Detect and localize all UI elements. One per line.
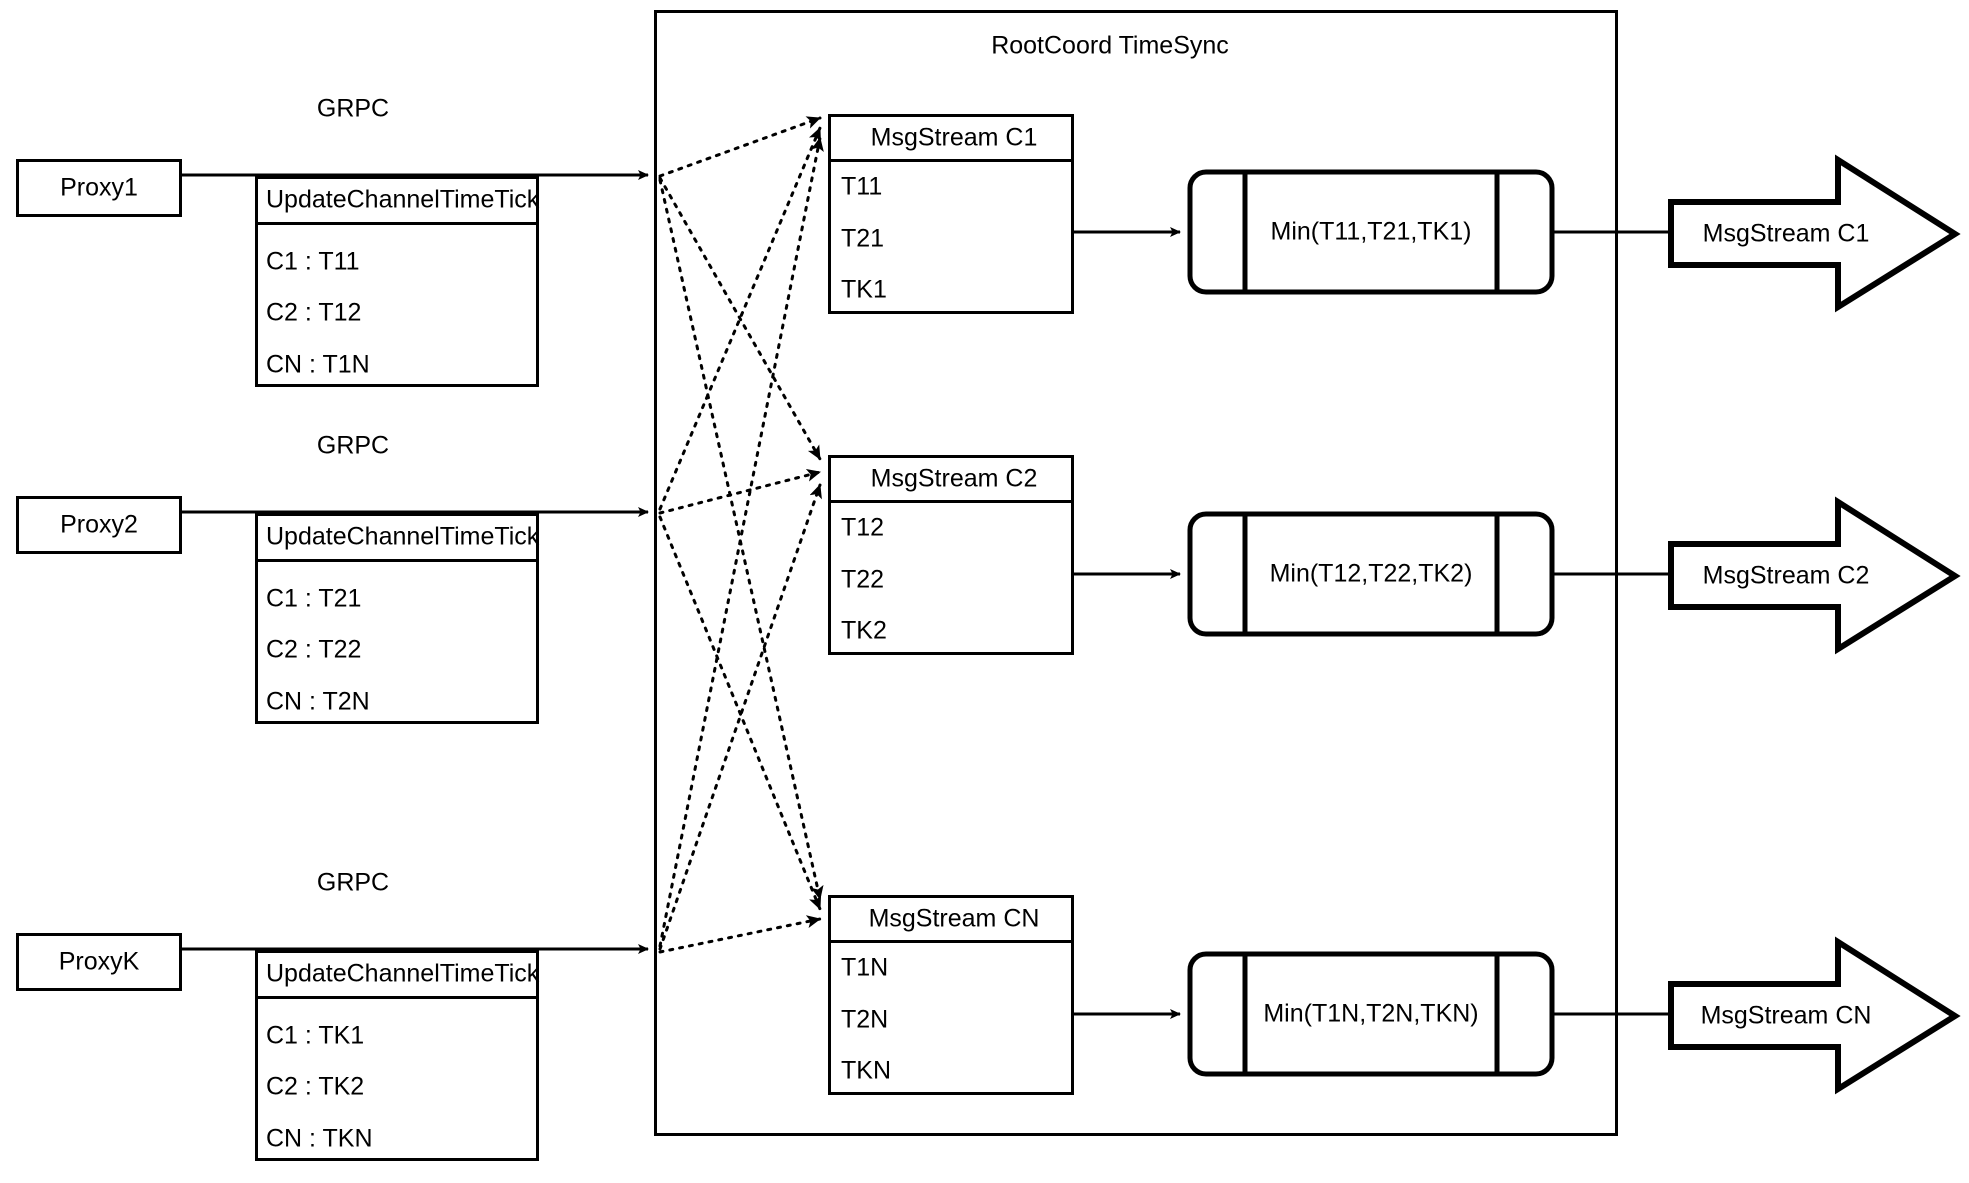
fanout-p1-cn: [658, 178, 824, 901]
msgstream-row: T11: [841, 172, 883, 201]
grpc-label-1: GRPC: [316, 94, 390, 123]
uctt-row: C2 : T12: [266, 298, 362, 327]
fanout-p1-c1: [658, 116, 822, 178]
output-block-arrow-1: [1668, 154, 1961, 313]
uctt-box-1: [255, 176, 539, 387]
proxy-box-2: [16, 496, 182, 554]
uctt-header-1: UpdateChannelTimeTick: [266, 185, 540, 214]
msgstream-row: T12: [841, 513, 885, 542]
timetick-fanout-edges: [658, 116, 824, 954]
msgstream-row: T2N: [841, 1005, 889, 1034]
uctt-row: C1 : T21: [266, 584, 362, 613]
msgstream-box-3: [828, 895, 1074, 1095]
proxy-box-3: [16, 933, 182, 991]
uctt-row: CN : TKN: [266, 1124, 373, 1153]
fanout-pk-c2: [658, 483, 822, 951]
min-label-3: Min(T1N,T2N,TKN): [1263, 999, 1479, 1028]
msgstream-header-2: MsgStream C2: [870, 464, 1038, 493]
uctt-box-2: [255, 513, 539, 724]
uctt-header-3: UpdateChannelTimeTick: [266, 959, 540, 988]
msgstream-row: TK2: [841, 616, 887, 645]
fanout-p2-c1: [658, 126, 822, 511]
msgstream-row: T1N: [841, 953, 889, 982]
grpc-label-3: GRPC: [316, 868, 390, 897]
uctt-row: CN : T1N: [266, 350, 370, 379]
msgstream-row: TK1: [841, 275, 887, 304]
uctt-row: C2 : T22: [266, 635, 362, 664]
fanout-p2-cn: [658, 515, 822, 911]
output-label-3: MsgStream CN: [1700, 1001, 1872, 1030]
output-block-arrow-3: [1668, 936, 1961, 1095]
uctt-row: C1 : T11: [266, 247, 360, 276]
msgstream-row: T21: [841, 224, 885, 253]
msgstream-box-1: [828, 114, 1074, 314]
msgstream-row: T22: [841, 565, 885, 594]
output-label-1: MsgStream C1: [1702, 219, 1870, 248]
proxy-label-3[interactable]: ProxyK: [58, 947, 140, 976]
fanout-p2-c2: [658, 468, 822, 515]
proxy-box-1: [16, 159, 182, 217]
msgstream-row: TKN: [841, 1056, 891, 1085]
min-label-2: Min(T12,T22,TK2): [1269, 559, 1473, 588]
uctt-row: CN : T2N: [266, 687, 370, 716]
page-title: RootCoord TimeSync: [991, 31, 1229, 60]
uctt-row: C1 : TK1: [266, 1021, 365, 1050]
fanout-pk-c1: [658, 136, 824, 948]
min-label-1: Min(T11,T21,TK1): [1270, 217, 1472, 246]
uctt-header-2: UpdateChannelTimeTick: [266, 522, 540, 551]
msgstream-header-3: MsgStream CN: [868, 904, 1040, 933]
grpc-label-2: GRPC: [316, 431, 390, 460]
proxy-label-2[interactable]: Proxy2: [60, 510, 138, 539]
uctt-box-3: [255, 950, 539, 1161]
msgstream-header-1: MsgStream C1: [870, 123, 1038, 152]
uctt-row: C2 : TK2: [266, 1072, 365, 1101]
msgstream-box-2: [828, 455, 1074, 655]
fanout-p1-c2: [658, 176, 822, 461]
fanout-pk-cn: [658, 915, 822, 954]
proxy-label-1[interactable]: Proxy1: [60, 173, 138, 202]
output-label-2: MsgStream C2: [1702, 561, 1870, 590]
output-block-arrow-2: [1668, 496, 1961, 655]
